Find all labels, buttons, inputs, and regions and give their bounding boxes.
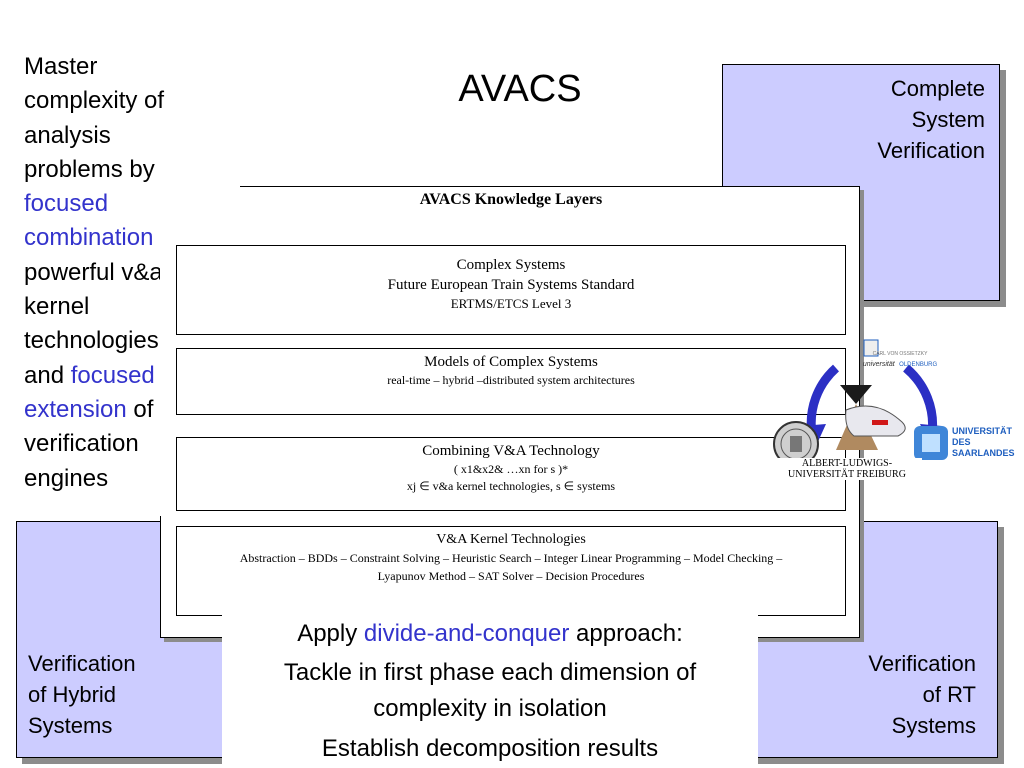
text-segment: kernel bbox=[24, 293, 90, 321]
saarland-line: UNIVERSITÄT bbox=[952, 426, 1013, 436]
left-text-line: problems by bbox=[24, 153, 224, 187]
logo-graphic bbox=[773, 339, 948, 467]
left-text-line: Master bbox=[24, 50, 224, 84]
layer-combining: Combining V&A Technology ( x1&x2& …xn fo… bbox=[176, 437, 846, 511]
box-line: System bbox=[911, 107, 985, 132]
left-text-line: engines bbox=[24, 462, 224, 496]
box-line: Complete bbox=[890, 76, 985, 101]
highlight-text: focused bbox=[24, 190, 109, 218]
left-text-line: focused bbox=[24, 187, 224, 221]
box-line: Verification bbox=[868, 651, 976, 676]
oldenburg-city: OLDENBURG bbox=[899, 362, 938, 368]
saarland-line: DES bbox=[952, 437, 971, 447]
arc-left bbox=[806, 364, 840, 435]
highlight-text: extension bbox=[24, 395, 127, 423]
oldenburg-top: CARL VON OSSIETZKY bbox=[872, 351, 928, 357]
layer-title: Complex Systems bbox=[456, 257, 566, 273]
text-segment: problems by bbox=[24, 155, 155, 183]
layer-line: ( x1&x2& …xn for s )* bbox=[453, 462, 569, 476]
train-stripe bbox=[872, 420, 888, 425]
hourglass-top bbox=[840, 385, 872, 404]
layer-line: ERTMS/ETCS Level 3 bbox=[450, 296, 572, 311]
text-segment: powerful v&a bbox=[24, 258, 163, 286]
approach-suffix: approach: bbox=[569, 620, 683, 647]
complexity-line: complexity in isolation bbox=[373, 695, 607, 722]
box-line: Systems bbox=[28, 713, 113, 738]
text-segment: and bbox=[24, 361, 71, 389]
layer-line: Abstraction – BDDs – Constraint Solving … bbox=[239, 551, 783, 565]
layer-models: Models of Complex Systems real-time – hy… bbox=[176, 348, 846, 415]
layer-title: V&A Kernel Technologies bbox=[436, 532, 586, 547]
freiburg-logo: ALBERT-LUDWIGS- UNIVERSITÄT FREIBURG bbox=[772, 458, 922, 480]
layer-line: Future European Train Systems Standard bbox=[387, 277, 635, 293]
tackle-line: Tackle in first phase each dimension of bbox=[283, 659, 697, 686]
freiburg-line: UNIVERSITÄT FREIBURG bbox=[788, 469, 906, 480]
diagram-heading: AVACS Knowledge Layers bbox=[419, 191, 603, 208]
text-segment: technologies bbox=[24, 327, 159, 355]
layer-kernel: V&A Kernel Technologies Abstraction – BD… bbox=[176, 526, 846, 616]
box-line: Verification bbox=[877, 138, 985, 163]
left-text-line: technologies bbox=[24, 324, 224, 358]
oldenburg-logo: CARL VON OSSIETZKY universität OLDENBURG bbox=[840, 350, 960, 369]
oldenburg-main: universität bbox=[862, 361, 895, 368]
text-segment: Master bbox=[24, 53, 98, 80]
left-text-line: analysis bbox=[24, 119, 224, 153]
box-line: Systems bbox=[891, 713, 976, 738]
approach-highlight: divide-and-conquer bbox=[363, 620, 570, 647]
left-text-line: verification bbox=[24, 427, 224, 461]
approach-text-box: Apply divide-and-conquer approach: Tackl… bbox=[222, 604, 758, 768]
layer-title: Combining V&A Technology bbox=[422, 443, 600, 459]
box-line: of Hybrid bbox=[28, 682, 117, 707]
left-text-line: powerful v&a bbox=[24, 256, 224, 290]
text-segment: engines bbox=[24, 464, 109, 492]
page-title: AVACS bbox=[458, 68, 582, 110]
box-line: Verification bbox=[28, 651, 136, 676]
box-line: of RT bbox=[922, 682, 976, 707]
text-segment: verification bbox=[24, 430, 139, 458]
highlight-text: focused bbox=[70, 361, 155, 389]
left-text-line: kernel bbox=[24, 290, 224, 324]
approach-prefix: Apply bbox=[297, 620, 364, 647]
decomposition-line: Establish decomposition results bbox=[321, 735, 659, 762]
layer-complex-systems: Complex Systems Future European Train Sy… bbox=[176, 245, 846, 335]
left-text-line: complexity of bbox=[24, 84, 224, 118]
layer-line: real-time – hybrid –distributed system a… bbox=[387, 373, 635, 387]
left-text-line: extension of bbox=[24, 393, 224, 427]
text-segment: complexity of bbox=[24, 87, 165, 115]
saarland-logo: UNIVERSITÄT DES SAARLANDES bbox=[952, 426, 1015, 459]
university-logos: CARL VON OSSIETZKY universität OLDENBURG… bbox=[766, 338, 1016, 488]
oldenburg-emblem bbox=[863, 339, 879, 357]
layer-title: Models of Complex Systems bbox=[424, 354, 598, 370]
left-text-line: and focused bbox=[24, 359, 224, 393]
approach-line: Apply divide-and-conquer approach: bbox=[222, 620, 758, 648]
text-segment: analysis bbox=[24, 121, 111, 149]
layer-line: xj ∈ v&a kernel technologies, s ∈ system… bbox=[406, 479, 616, 493]
text-segment: of bbox=[126, 395, 154, 423]
freiburg-line: ALBERT-LUDWIGS- bbox=[801, 458, 893, 469]
highlight-text: combination bbox=[24, 224, 154, 252]
saarland-line: SAARLANDES bbox=[952, 448, 1015, 458]
arc-right bbox=[903, 364, 938, 435]
layer-line: Lyapunov Method – SAT Solver – Decision … bbox=[377, 569, 645, 583]
